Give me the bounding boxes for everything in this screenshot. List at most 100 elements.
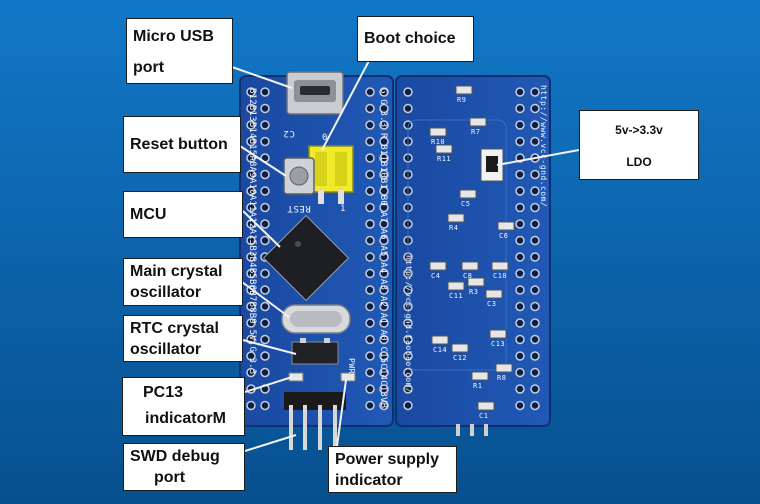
header-hole xyxy=(246,136,256,147)
left-pin-silkscreen: B12B13B14B15A8A9A10A11A12A15B3B4B5B6B7B8… xyxy=(247,88,257,375)
header-hole xyxy=(246,367,256,378)
header-hole xyxy=(379,334,389,345)
header-hole xyxy=(365,235,375,246)
smd-part xyxy=(469,117,487,127)
header-hole xyxy=(379,384,389,394)
header-hole xyxy=(530,268,540,279)
right-header-pins xyxy=(365,87,389,411)
power-supply-label-line1: Power supply xyxy=(335,451,440,468)
header-hole xyxy=(260,103,270,114)
header-hole xyxy=(260,334,270,345)
header-hole xyxy=(365,351,375,361)
header-hole xyxy=(365,136,375,147)
header-hole xyxy=(365,202,375,213)
main-crystal-label-line1: Main crystal xyxy=(130,263,223,280)
header-hole xyxy=(515,285,525,295)
header-hole xyxy=(530,202,540,213)
header-hole xyxy=(530,252,540,262)
smd-part-label: R3 xyxy=(469,288,479,296)
rtc-crystal-label-line1: RTC crystal xyxy=(130,320,219,337)
header-hole xyxy=(515,367,525,378)
header-hole xyxy=(379,202,389,213)
smd-part xyxy=(431,335,449,345)
swd-pins xyxy=(284,392,346,450)
micro-usb-label-line1: Micro USB xyxy=(133,28,214,45)
header-hole xyxy=(365,318,375,328)
smd-part xyxy=(455,85,473,95)
header-hole xyxy=(365,400,375,411)
header-hole xyxy=(515,186,525,196)
header-hole xyxy=(365,384,375,394)
boot-1-silkscreen: 1 xyxy=(340,204,346,214)
header-hole xyxy=(403,384,413,394)
header-hole xyxy=(379,268,389,279)
header-hole xyxy=(260,219,270,229)
pc13-indicator-label-line1: PC13 xyxy=(143,384,184,401)
header-hole xyxy=(379,219,389,229)
header-hole xyxy=(260,301,270,312)
smd-part xyxy=(471,371,489,381)
header-hole xyxy=(260,235,270,246)
header-hole xyxy=(515,400,525,411)
rtc-crystal-label: RTC crystal oscillator xyxy=(123,315,243,362)
smd-part-label: R1 xyxy=(473,382,483,390)
reset-silkscreen: REST xyxy=(287,203,311,213)
header-hole xyxy=(246,186,256,196)
header-hole xyxy=(379,318,389,328)
header-hole xyxy=(365,186,375,196)
header-hole xyxy=(246,169,256,180)
header-hole xyxy=(515,169,525,180)
pc13-indicator-label: PC13 indicatorM xyxy=(122,377,245,436)
header-hole xyxy=(260,87,270,97)
header-hole xyxy=(515,219,525,229)
c2-silkscreen: C2 xyxy=(283,128,295,138)
header-hole xyxy=(530,400,540,411)
main-crystal-label-line2: oscillator xyxy=(130,284,202,301)
left-header-pins xyxy=(246,87,270,411)
power-led xyxy=(340,372,356,382)
header-hole xyxy=(403,87,413,97)
pointer-lines xyxy=(231,54,580,452)
pwr-silkscreen: PWR xyxy=(347,358,356,374)
smd-part xyxy=(459,189,477,199)
right-pin-silkscreen: G G 3.3 R B11B10B1 B0 A7 A6 A5 A4 A3 A2 … xyxy=(378,88,388,409)
smd-part xyxy=(429,261,447,271)
back-smd-parts xyxy=(429,85,515,411)
header-hole xyxy=(530,103,540,114)
header-hole xyxy=(530,87,540,97)
front-url-silkscreen: http://vcc-gnd.taobao.com/ xyxy=(404,255,413,394)
header-hole xyxy=(515,351,525,361)
smd-part-label: R4 xyxy=(449,224,459,232)
header-hole xyxy=(246,202,256,213)
header-hole xyxy=(515,202,525,213)
header-hole xyxy=(365,268,375,279)
header-hole xyxy=(379,153,389,163)
mcu-chip xyxy=(262,214,350,302)
rtc-crystal-part xyxy=(291,338,339,365)
header-hole xyxy=(530,351,540,361)
boot-jumper xyxy=(308,145,354,204)
header-hole xyxy=(365,334,375,345)
header-hole xyxy=(246,268,256,279)
header-hole xyxy=(365,87,375,97)
micro-usb-label-line2: port xyxy=(133,59,165,76)
smd-part-label: C11 xyxy=(449,292,464,300)
swd-debug-label-line2: port xyxy=(154,469,186,486)
smd-part xyxy=(435,144,453,154)
smd-part xyxy=(495,363,513,373)
smd-part xyxy=(451,343,469,353)
smd-part-label: R10 xyxy=(431,138,446,146)
header-hole xyxy=(365,367,375,378)
header-hole xyxy=(260,202,270,213)
header-hole xyxy=(379,235,389,246)
reset-button-label-text: Reset button xyxy=(130,136,228,153)
header-hole xyxy=(379,252,389,262)
header-hole xyxy=(260,351,270,361)
smd-part-label: C12 xyxy=(453,354,468,362)
header-hole xyxy=(260,169,270,180)
smd-part-label: C10 xyxy=(493,272,508,280)
header-hole xyxy=(365,120,375,130)
header-hole xyxy=(530,367,540,378)
header-hole xyxy=(260,120,270,130)
header-hole xyxy=(530,235,540,246)
